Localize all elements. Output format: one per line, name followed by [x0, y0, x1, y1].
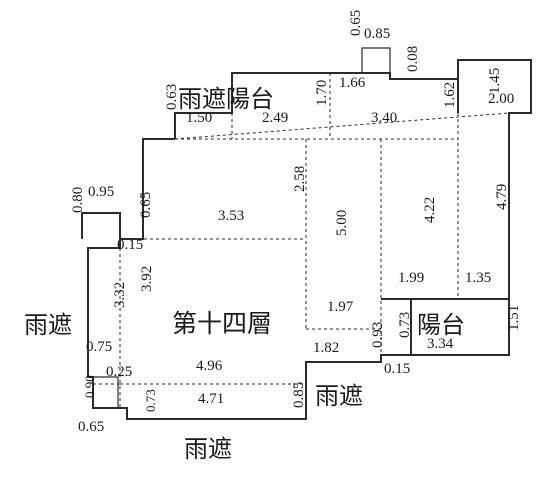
dim-340: 3.40	[371, 110, 397, 126]
dim-197: 1.97	[327, 299, 354, 315]
dim-249: 2.49	[262, 110, 288, 126]
dim-063: 0.63	[164, 84, 180, 110]
outer-wall-main	[87, 59, 532, 420]
dim-015-left: 0.15	[117, 237, 143, 253]
left-box-wall	[81, 212, 121, 239]
dim-085-top: 0.85	[364, 26, 390, 42]
dim-162: 1.62	[442, 82, 458, 108]
label-canopy-bottom: 雨遮	[184, 435, 232, 463]
dim-422: 4.22	[422, 197, 438, 223]
dim-150: 1.50	[186, 110, 212, 126]
label-floor: 第十四層	[172, 309, 272, 338]
dim-496: 4.96	[196, 358, 223, 374]
dim-258: 2.58	[292, 166, 308, 192]
label-canopy-right: 雨遮	[315, 382, 363, 410]
dim-471: 4.71	[198, 391, 224, 407]
dim-090: 0.90	[82, 375, 97, 398]
dim-353: 3.53	[218, 208, 244, 224]
dim-025: 0.25	[106, 364, 132, 380]
label-balcony: 陽台	[417, 311, 465, 339]
dim-182: 1.82	[313, 340, 339, 356]
dim-199: 1.99	[398, 270, 424, 286]
dim-166: 1.66	[339, 75, 366, 91]
top-notch-wall	[361, 47, 391, 73]
dim-065-top: 0.65	[348, 10, 364, 36]
dim-080: 0.80	[70, 187, 86, 213]
dim-093: 0.93	[370, 322, 386, 348]
label-canopy-top-balcony: 雨遮陽台	[178, 85, 274, 113]
dim-145: 1.45	[487, 68, 503, 94]
dim-073-left: 0.73	[143, 389, 158, 412]
dim-065-left: 0.65	[138, 192, 154, 218]
dim-392: 3.92	[139, 266, 155, 292]
dim-170: 1.70	[314, 80, 330, 106]
outer-walls	[81, 47, 532, 420]
dim-135: 1.35	[465, 270, 491, 286]
dim-500: 5.00	[334, 210, 350, 236]
dim-008: 0.08	[405, 46, 421, 72]
bottom-left-box	[93, 376, 119, 408]
dimension-labels: 0.65 0.85 0.08 1.45 1.66 1.70 1.62 2.00 …	[70, 10, 522, 435]
area-labels: 雨遮陽台 第十四層 雨遮 陽台 雨遮 雨遮	[24, 85, 465, 463]
dim-479: 4.79	[494, 184, 510, 210]
label-canopy-left: 雨遮	[24, 311, 72, 339]
dim-095: 0.95	[88, 184, 114, 200]
dash-canopy-top	[174, 112, 510, 140]
dim-200: 2.00	[488, 91, 514, 107]
dim-065-bottom: 0.65	[78, 419, 104, 435]
dim-073-right: 0.73	[397, 312, 413, 338]
dashed-lines	[93, 73, 510, 408]
dim-015-bottom: 0.15	[384, 361, 410, 377]
dim-151: 1.51	[506, 305, 522, 331]
dim-085-bottom: 0.85	[291, 382, 307, 408]
dim-075: 0.75	[86, 339, 112, 355]
dim-332: 3.32	[112, 282, 128, 308]
dim-334: 3.34	[427, 336, 454, 352]
